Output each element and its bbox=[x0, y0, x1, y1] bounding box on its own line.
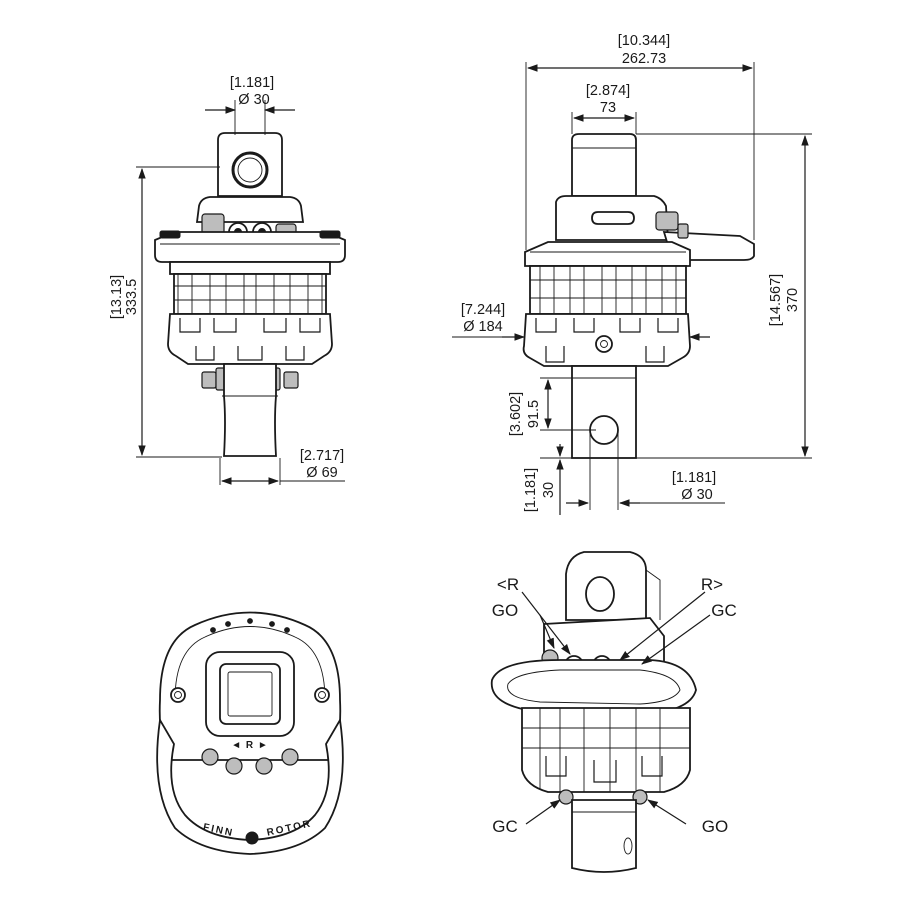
iso-view: <R R> GO GC GC GO bbox=[490, 551, 737, 873]
label-rotate-left: <R bbox=[497, 575, 519, 594]
brand-logo-icon bbox=[245, 831, 259, 845]
front-height-inch: [13.13] bbox=[109, 275, 125, 319]
side-bottom-pin-mm: Ø 30 bbox=[681, 487, 712, 503]
side-body-dia-inch: [7.244] bbox=[461, 302, 505, 318]
front-view: [1.181] Ø 30 [13.13] 333.5 [2.717] Ø 69 bbox=[109, 75, 346, 485]
side-hole-offset-inch: [3.602] bbox=[508, 392, 524, 436]
top-view: ◄ R ► FINN ROTOR bbox=[156, 611, 344, 855]
side-hole-end-mm: 30 bbox=[541, 482, 557, 498]
front-top-pin-inch: [1.181] bbox=[230, 75, 274, 91]
front-shaft-mm: Ø 69 bbox=[306, 465, 337, 481]
port-marks: ◄ R ► bbox=[231, 740, 269, 751]
side-hole-end-inch: [1.181] bbox=[523, 468, 539, 512]
label-gc-top: GC bbox=[711, 601, 737, 620]
side-hole-offset-mm: 91.5 bbox=[526, 400, 542, 428]
side-view: [10.344] 262.73 [2.874] 73 [14.567] 370 … bbox=[452, 33, 812, 515]
label-go-top: GO bbox=[492, 601, 518, 620]
side-width-inch: [10.344] bbox=[618, 33, 670, 49]
side-width-mm: 262.73 bbox=[622, 51, 666, 67]
side-link-inch: [2.874] bbox=[586, 83, 630, 99]
side-link-mm: 73 bbox=[600, 100, 616, 116]
side-body-dia-mm: Ø 184 bbox=[463, 319, 503, 335]
side-height-mm: 370 bbox=[785, 288, 801, 312]
front-top-pin-mm: Ø 30 bbox=[238, 92, 269, 108]
label-rotate-right: R> bbox=[701, 575, 723, 594]
front-height-mm: 333.5 bbox=[124, 279, 140, 315]
side-height-inch: [14.567] bbox=[768, 274, 784, 326]
front-shaft-inch: [2.717] bbox=[300, 448, 344, 464]
label-gc-bottom: GC bbox=[492, 817, 518, 836]
side-bottom-pin-inch: [1.181] bbox=[672, 470, 716, 486]
label-go-bottom: GO bbox=[702, 817, 728, 836]
